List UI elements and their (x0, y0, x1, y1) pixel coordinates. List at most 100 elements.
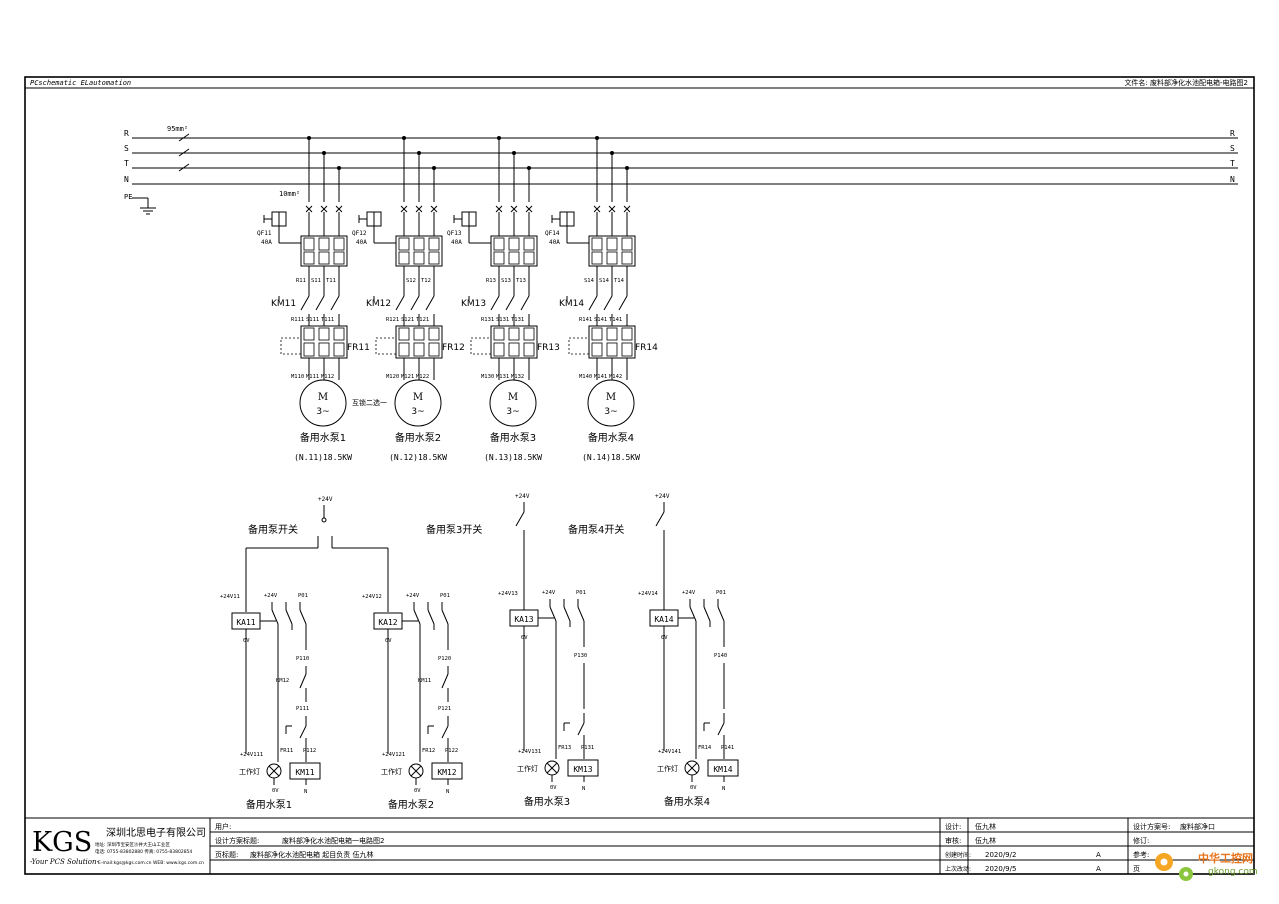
contactor-contact (520, 295, 530, 311)
coil-n-label: N (304, 789, 307, 795)
contactor-contact (425, 295, 435, 311)
overload-contact (717, 722, 725, 736)
relay-contact (689, 606, 697, 622)
contact-p-label: P01 (440, 593, 450, 599)
coil-id: KM12 (437, 768, 456, 777)
wire-label: S11 (311, 278, 321, 284)
breaker-magnetic (621, 251, 633, 265)
relay-id: KA14 (654, 615, 673, 624)
lamp-cross (268, 765, 280, 777)
wire-label: T141 (609, 317, 622, 323)
wire-label: M131 (496, 374, 509, 380)
overload-contact-label: FR14 (698, 745, 712, 751)
bus-junction-dot (307, 136, 311, 140)
tb-design-value: 伍九林 (975, 822, 996, 831)
breaker-id: QF12 (352, 230, 367, 237)
contact-supply-label: +24V (542, 590, 556, 596)
breaker-thermal (303, 237, 315, 251)
motor-phase: 3~ (604, 407, 617, 417)
overload-contact-label: FR13 (558, 745, 571, 751)
motor-icon (394, 379, 442, 427)
wire-label: S14 (584, 278, 595, 284)
breaker-magnetic (523, 251, 535, 265)
contactor-id: KM13 (461, 299, 486, 309)
relay-contact (271, 609, 279, 625)
lamp-label: 工作灯 (381, 767, 402, 776)
lamp-supply-label: +24V121 (382, 752, 405, 758)
contactor-id: KM12 (366, 299, 391, 309)
control-supply-label: +24V13 (498, 591, 518, 597)
tb-modified-value: 2020/9/5 (985, 865, 1016, 873)
breaker-magnetic (493, 251, 505, 265)
relay-contact (577, 606, 585, 622)
bus-label-r-right: R (1230, 129, 1235, 138)
wire-label: T111 (321, 317, 334, 323)
tb-page-value: 废料部净化水池配电箱 起目负责 伍九林 (250, 850, 373, 859)
overload-element (591, 342, 603, 357)
breaker-magnetic (398, 251, 410, 265)
overload-contact (299, 725, 307, 739)
overload-element (333, 327, 345, 341)
control-name: 备用水泵1 (246, 798, 292, 811)
switch-label-pump12: 备用泵开关 (248, 523, 298, 536)
breaker-thermal (318, 237, 330, 251)
coil-p-label: P111 (296, 706, 309, 712)
fuse-mark (430, 205, 438, 213)
contactor-contact (395, 295, 405, 311)
breaker-body (300, 235, 348, 267)
switch-supply-12: +24V (318, 496, 333, 503)
breaker-body (588, 235, 636, 267)
wire-label: T121 (416, 317, 429, 323)
fuse-mark (510, 205, 518, 213)
bus-junction-dot (625, 166, 629, 170)
wire-label: M111 (306, 374, 319, 380)
control-circuit-3: +24V13KA130V+24VP01+24V131工作灯0VP130FR13P… (498, 590, 599, 808)
overload-id: FR12 (442, 343, 465, 353)
contactor-contact (490, 295, 500, 311)
wire-label: M120 (386, 374, 399, 380)
motor-name: 备用水泵2 (395, 431, 441, 444)
wire-label: M132 (511, 374, 524, 380)
watermark-url: gkong.com (1208, 867, 1258, 877)
breaker-magnetic (413, 251, 425, 265)
coil-id: KM13 (573, 765, 592, 774)
overload-element (428, 327, 440, 341)
contactor-contact (588, 295, 598, 311)
overload-aux (375, 337, 397, 355)
wire-label: M130 (481, 374, 494, 380)
wire-label: M141 (594, 374, 607, 380)
breaker-magnetic (606, 251, 618, 265)
wire-label: M140 (579, 374, 592, 380)
switch-supply-3: +24V (515, 493, 530, 500)
contactor-coil-icon (431, 762, 463, 780)
overload-contact (577, 722, 585, 736)
title-block (25, 817, 1254, 874)
wire-label: T11 (326, 278, 336, 284)
company-tagline: -Your PCS Solution- (30, 858, 100, 866)
breaker-magnetic (428, 251, 440, 265)
breaker-rating: 40A (451, 239, 462, 246)
header-left-text: PCschematic ELautomation (30, 79, 131, 87)
company-address: 地址: 深圳市宝安区沙井大王山工业区 (95, 841, 170, 848)
overload-element (621, 327, 633, 341)
contactor-contact (315, 295, 325, 311)
overload-element (318, 327, 330, 341)
header-right-text: 文件名: 废料部净化水池配电箱-电路图2 (1124, 78, 1248, 87)
contactor-contact (505, 295, 515, 311)
motor-icon (489, 379, 537, 427)
breaker-body (490, 235, 538, 267)
coil-p-label: P131 (581, 745, 594, 751)
tb-page-num-label: 页 (1133, 865, 1140, 873)
overload-element (523, 327, 535, 341)
interlock-label: KM12 (276, 678, 289, 684)
fuse-mark (320, 205, 328, 213)
tb-project-value: 废料部净化水池配电箱一电路图2 (282, 836, 384, 845)
overload-element (621, 342, 633, 357)
relay-contact (413, 609, 421, 625)
wire-label: S121 (401, 317, 414, 323)
wire-label: R111 (291, 317, 304, 323)
relay-zero-label: 0V (521, 635, 528, 641)
fuse-mark (305, 205, 313, 213)
motor-icon (587, 379, 635, 427)
